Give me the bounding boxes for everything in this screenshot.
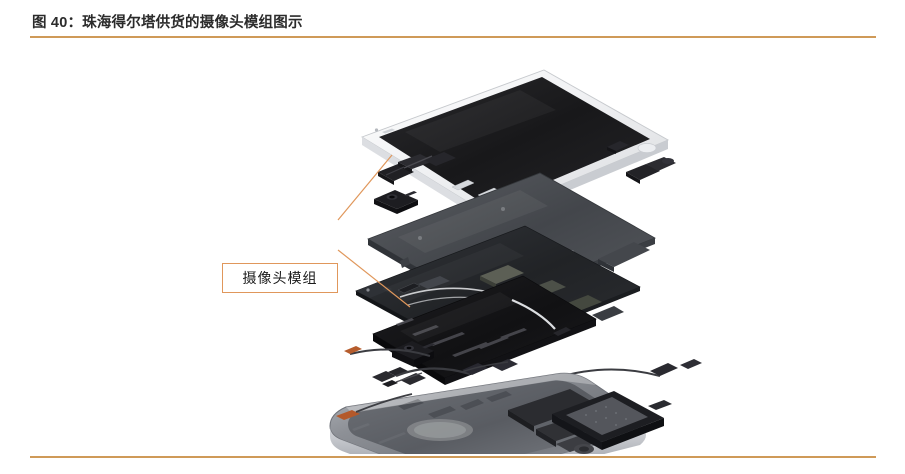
title-divider-rule xyxy=(30,36,876,38)
leader-line-rear-camera xyxy=(337,249,411,308)
leader-line-front-camera xyxy=(337,154,393,221)
bottom-divider-rule xyxy=(30,456,876,458)
small-parts-cluster xyxy=(382,367,426,387)
callout-label-text: 摄像头模组 xyxy=(242,270,318,286)
display-assembly xyxy=(360,69,670,224)
diagram-canvas: 摄像头模组 xyxy=(0,44,905,454)
speaker-assembly xyxy=(552,391,672,450)
smartphone-exploded-view-illustration xyxy=(329,69,702,454)
callout-leader-lines xyxy=(337,154,411,308)
page-title: 图 40：珠海得尔塔供货的摄像头模组图示 xyxy=(32,15,303,31)
rear-camera-module xyxy=(392,341,435,367)
bracket-set xyxy=(378,141,676,185)
front-camera-module xyxy=(374,190,418,214)
callout-label-box: 摄像头模组 xyxy=(222,263,338,293)
